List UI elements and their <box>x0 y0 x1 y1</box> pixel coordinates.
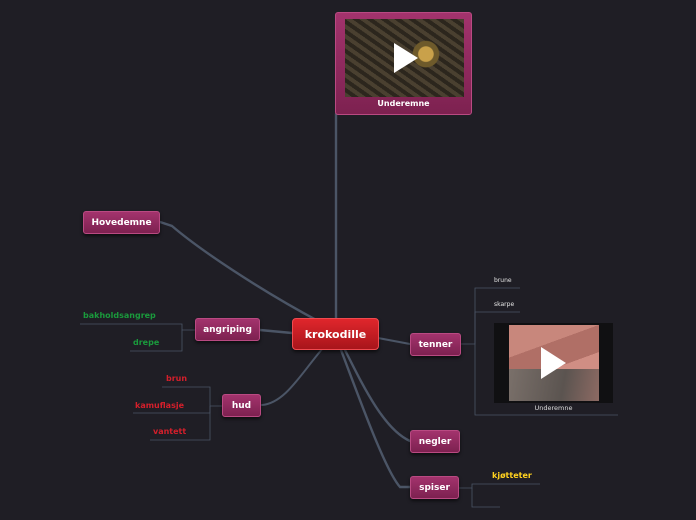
leaf-vantett[interactable]: vantett <box>153 427 187 436</box>
node-hovedemne[interactable]: Hovedemne <box>83 211 160 234</box>
leaf-kjotteter[interactable]: kjøtteter <box>492 471 532 480</box>
leaf-kamuflasje[interactable]: kamuflasje <box>135 401 185 410</box>
top-media-node[interactable]: Underemne <box>335 12 472 115</box>
leaf-skarpe[interactable]: skarpe <box>494 301 515 308</box>
node-spiser-label: spiser <box>419 482 450 493</box>
top-media-caption: Underemne <box>377 99 430 108</box>
play-icon[interactable] <box>394 43 418 73</box>
leaf-drepe[interactable]: drepe <box>133 338 160 347</box>
connector-spiser <box>339 348 412 489</box>
connector-vantett <box>150 406 211 441</box>
node-angriping[interactable]: angriping <box>195 318 260 341</box>
node-spiser[interactable]: spiser <box>410 476 459 499</box>
tenner-media-caption: Underemne <box>534 404 573 412</box>
connector-tenner-media <box>474 344 618 416</box>
crocodile-eye-thumbnail[interactable] <box>345 19 464 97</box>
connector-angriping <box>258 328 294 335</box>
node-tenner-label: tenner <box>418 339 453 350</box>
node-negler-label: negler <box>418 436 452 447</box>
teeth-video-thumbnail[interactable] <box>494 323 613 403</box>
connector-brun <box>162 386 222 407</box>
tenner-media-node[interactable]: Underemne <box>494 323 614 413</box>
connector-spiser-empty <box>471 488 500 508</box>
play-icon[interactable] <box>541 347 566 379</box>
connector-hovedemne <box>158 220 322 324</box>
root-node-label: krokodille <box>304 327 367 341</box>
node-hud-label: hud <box>231 400 252 411</box>
node-hovedemne-label: Hovedemne <box>91 217 152 228</box>
leaf-brun[interactable]: brun <box>166 374 188 383</box>
connector-drepe <box>130 330 183 352</box>
leaf-bakholdsangrep[interactable]: bakholdsangrep <box>83 311 156 320</box>
connector-kjotteter <box>459 483 540 489</box>
connector-tenner <box>377 337 411 345</box>
leaf-brune[interactable]: brune <box>494 277 512 284</box>
connector-hud <box>261 347 324 406</box>
node-hud[interactable]: hud <box>222 394 261 417</box>
node-tenner[interactable]: tenner <box>410 333 461 356</box>
node-negler[interactable]: negler <box>410 430 460 453</box>
root-node-krokodille[interactable]: krokodille <box>292 318 379 350</box>
connector-skarpe <box>474 311 520 344</box>
connector-negler <box>343 348 412 443</box>
connector-bakholdsangrep <box>80 323 196 331</box>
node-angriping-label: angriping <box>203 324 252 335</box>
